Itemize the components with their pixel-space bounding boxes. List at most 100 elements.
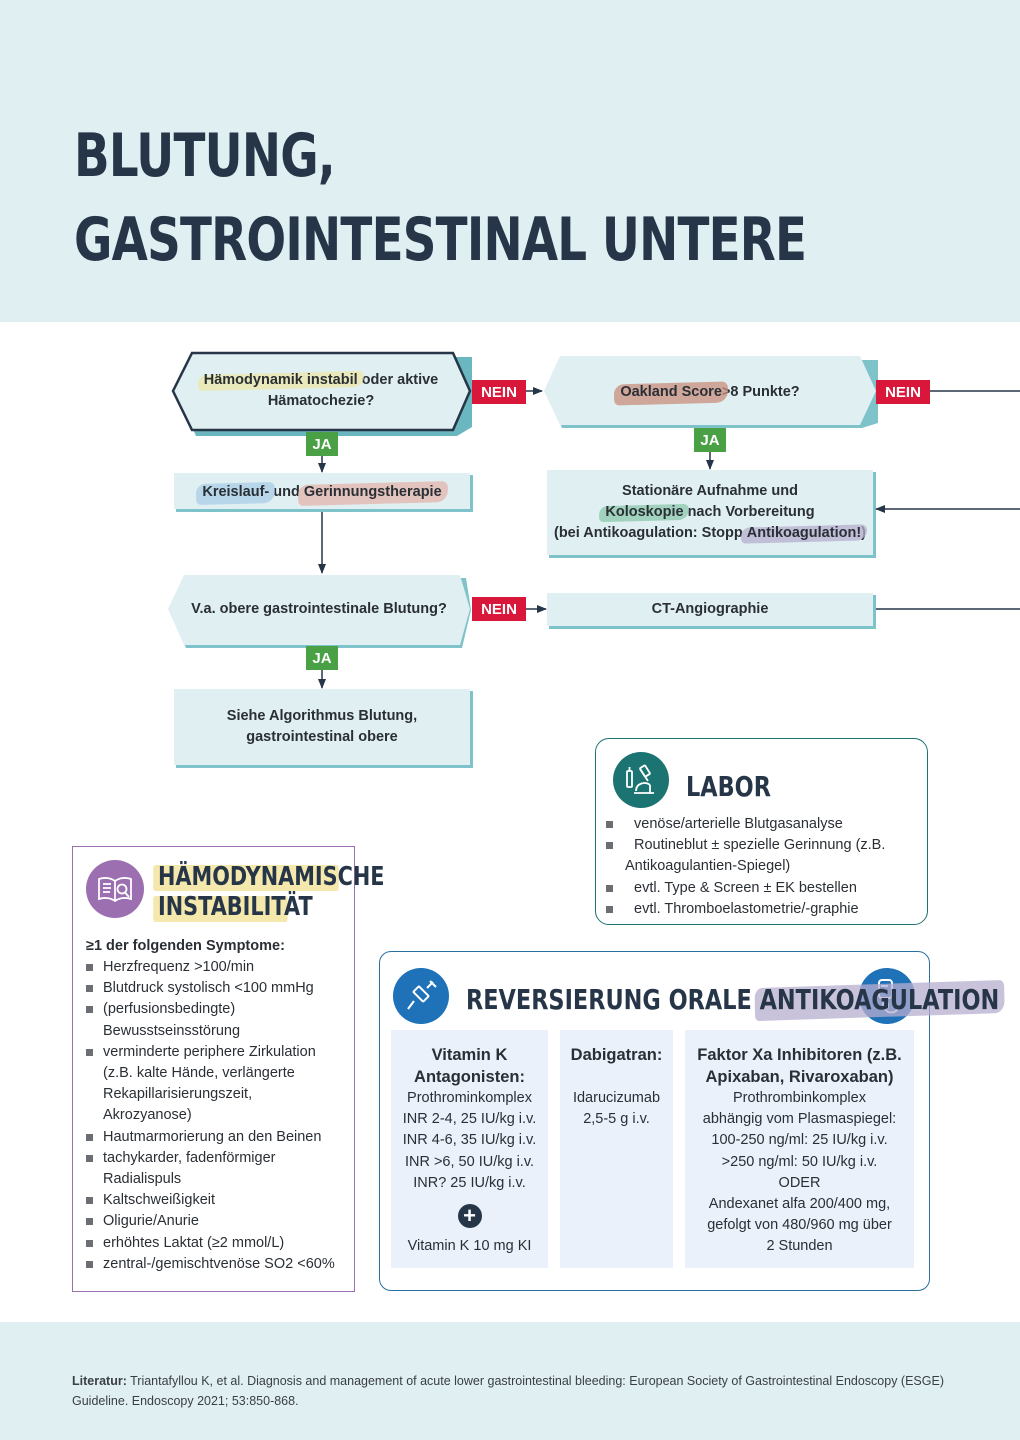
header-band bbox=[0, 0, 1020, 322]
labor-title: LABOR bbox=[686, 770, 771, 803]
haemo-item: verminderte periphere Zirkulation bbox=[84, 1042, 349, 1063]
syringe-icon bbox=[393, 968, 449, 1024]
col-text-line: Prothrombinkomplex bbox=[733, 1090, 866, 1106]
col-heading-line: Dabigatran: bbox=[570, 1046, 663, 1064]
nein-tag-q2: NEIN bbox=[876, 380, 930, 404]
col1-after: Vitamin K 10 mg KI bbox=[407, 1238, 532, 1255]
therapy-hl-kreislauf: Kreislauf- bbox=[202, 482, 269, 503]
haemo-item: erhöhtes Laktat (≥2 mmol/L) bbox=[84, 1233, 349, 1254]
col-text-line: INR >6, 50 IU/kg i.v. bbox=[404, 1153, 535, 1170]
col1-heading: Vitamin K Antagonisten: bbox=[391, 1044, 548, 1088]
ja-tag-q1: JA bbox=[306, 432, 338, 456]
col-text-line: >250 ng/ml: 50 IU/kg i.v. bbox=[721, 1153, 878, 1170]
col3-heading: Faktor Xa Inhibitoren (z.B. Apixaban, Riv… bbox=[685, 1044, 914, 1088]
haemo-item: Hautmarmorierung an den Beinen bbox=[84, 1127, 349, 1148]
footer-citation: Literatur: Triantafyllou K, et al. Diagn… bbox=[72, 1372, 952, 1411]
title-line-1: BLUTUNG, bbox=[74, 121, 336, 191]
q2-text: Oakland Score >8 Punkte? bbox=[560, 380, 860, 404]
haemo-item-continued: Rekapillarisierungszeit, bbox=[103, 1086, 253, 1103]
therapy-hl-gerinnung: Gerinnungstherapie bbox=[304, 482, 442, 503]
reversal-col-vka: Vitamin K Antagonisten: Prothrominkomplex… bbox=[391, 1030, 548, 1268]
q2-rest: >8 Punkte? bbox=[721, 383, 800, 400]
labor-item-continued: Antikoagulantien-Spiegel) bbox=[625, 858, 791, 875]
col-text-line: Prothrominkomplex bbox=[407, 1090, 532, 1106]
col-text-line: gefolgt von 480/960 mg über bbox=[707, 1217, 892, 1234]
col-text-line: INR 2-4, 25 IU/kg i.v. bbox=[402, 1111, 537, 1128]
col-heading-line: Apixaban, Rivaroxaban) bbox=[705, 1068, 894, 1086]
footer-label: Literatur: bbox=[72, 1374, 127, 1388]
reversal-col-dabigatran: Dabigatran: Idarucizumab 2,5-5 g i.v. bbox=[560, 1030, 673, 1268]
haemo-item-continued: Bewusstseinsstörung bbox=[103, 1022, 241, 1039]
algo-box bbox=[174, 689, 470, 765]
haemo-item: Blutdruck systolisch <100 mmHg bbox=[84, 978, 349, 999]
reversal-col-faktor-xa: Faktor Xa Inhibitoren (z.B. Apixaban, Riv… bbox=[685, 1030, 914, 1268]
algo-text: Siehe Algorithmus Blutung, gastrointesti… bbox=[174, 705, 470, 749]
col-heading-line: Antagonisten: bbox=[414, 1068, 525, 1086]
algo-line2: gastrointestinal obere bbox=[246, 729, 398, 745]
ct-box bbox=[547, 593, 873, 626]
col-text-line: ODER bbox=[778, 1174, 821, 1191]
col-text-line: INR 4-6, 35 IU/kg i.v. bbox=[402, 1132, 537, 1149]
haemo-item: tachykarder, fadenförmiger bbox=[84, 1148, 349, 1169]
col2-heading: Dabigatran: bbox=[560, 1044, 673, 1066]
plus-icon: + bbox=[457, 1204, 482, 1229]
col2-lines: Idarucizumab 2,5-5 g i.v. bbox=[560, 1088, 673, 1130]
haemo-title-line2: INSTABILITÄT bbox=[158, 892, 313, 922]
haemo-title: HÄMODYNAMISCHE INSTABILITÄT bbox=[153, 862, 385, 922]
ja-tag-q3: JA bbox=[306, 646, 338, 670]
col-heading-line: Faktor Xa Inhibitoren (z.B. bbox=[697, 1046, 902, 1064]
ct-text: CT-Angiographie bbox=[651, 600, 769, 617]
col-text-line: 2,5-5 g i.v. bbox=[583, 1111, 650, 1128]
reversal-title: REVERSIERUNG ORALE ANTIKOAGULATION bbox=[466, 983, 999, 1017]
admission-text: Stationäre Aufnahme und Koloskopie nach … bbox=[547, 480, 873, 544]
admission-line3-pre: (bei Antikoagulation: Stopp bbox=[553, 524, 747, 541]
haemo-item: Oligurie/Anurie bbox=[84, 1211, 349, 1232]
reversal-title-pre: REVERSIERUNG ORALE bbox=[466, 983, 760, 1016]
q2-highlight: Oakland Score bbox=[620, 382, 722, 403]
nein-tag-q3: NEIN bbox=[472, 597, 526, 621]
haemo-title-line1: HÄMODYNAMISCHE bbox=[158, 862, 385, 892]
labor-list: venöse/arterielle Blutgasanalyse Routine… bbox=[604, 814, 924, 920]
q1-text: Hämodynamik instabil oder aktive Hämatoc… bbox=[186, 364, 456, 418]
footer-band bbox=[0, 1322, 1020, 1440]
page-title: BLUTUNG, GASTROINTESTINAL UNTERE bbox=[74, 114, 807, 282]
col-text-line: 100-250 ng/ml: 25 IU/kg i.v. bbox=[711, 1132, 888, 1149]
col-text-line: Idarucizumab bbox=[572, 1090, 661, 1106]
haemo-item-continued: Radialispuls bbox=[103, 1171, 182, 1188]
q1-highlight: Hämodynamik instabil bbox=[203, 372, 358, 388]
labor-item: evtl. Type & Screen ± EK bestellen bbox=[604, 878, 924, 899]
haemo-intro: ≥1 der folgenden Symptome: bbox=[86, 938, 285, 954]
haemo-item-continued: (z.B. kalte Hände, verlängerte bbox=[103, 1065, 295, 1082]
col-heading-line: Vitamin K bbox=[431, 1046, 508, 1064]
haemo-item-continued: Akrozyanose) bbox=[103, 1107, 192, 1124]
microscope-icon bbox=[613, 752, 669, 808]
algo-line1: Siehe Algorithmus Blutung, bbox=[226, 708, 418, 724]
book-magnifier-icon bbox=[86, 860, 144, 918]
col-text-line: Andexanet alfa 200/400 mg, bbox=[708, 1196, 891, 1213]
col-text-line: INR? 25 IU/kg i.v. bbox=[413, 1174, 526, 1191]
labor-item: Routineblut ± spezielle Gerinnung (z.B. bbox=[604, 835, 924, 856]
col-text-line: 2 Stunden bbox=[766, 1238, 833, 1255]
haemo-item: (perfusionsbedingte) bbox=[84, 999, 349, 1020]
haemo-item: zentral-/gemischtvenöse SO2 <60% bbox=[84, 1254, 349, 1275]
q1-line2: Hämatochezie? bbox=[267, 393, 375, 409]
footer-text: Triantafyllou K, et al. Diagnosis and ma… bbox=[72, 1374, 944, 1408]
labor-item: venöse/arterielle Blutgasanalyse bbox=[604, 814, 924, 835]
title-line-2: GASTROINTESTINAL UNTERE bbox=[74, 205, 807, 275]
haemo-item: Herzfrequenz >100/min bbox=[84, 957, 349, 978]
admission-line2: nach Vorbereitung bbox=[683, 503, 815, 520]
admission-hl-koloskopie: Koloskopie bbox=[605, 503, 684, 520]
therapy-mid: und bbox=[269, 483, 304, 500]
labor-item: evtl. Thromboelastometrie/-graphie bbox=[604, 899, 924, 920]
q3-shape bbox=[168, 575, 470, 645]
admission-hl-antikoagulation: Antikoagulation! bbox=[746, 524, 862, 541]
ja-tag-q2: JA bbox=[694, 428, 726, 452]
q3-text: V.a. obere gastrointestinale Blutung? bbox=[191, 600, 447, 617]
therapy-text: Kreislauf- und Gerinnungstherapie bbox=[174, 480, 470, 504]
admission-line1: Stationäre Aufnahme und bbox=[622, 482, 798, 499]
q1-rest: oder aktive bbox=[357, 372, 439, 388]
reversal-title-highlight: ANTIKOAGULATION bbox=[759, 983, 1000, 1016]
